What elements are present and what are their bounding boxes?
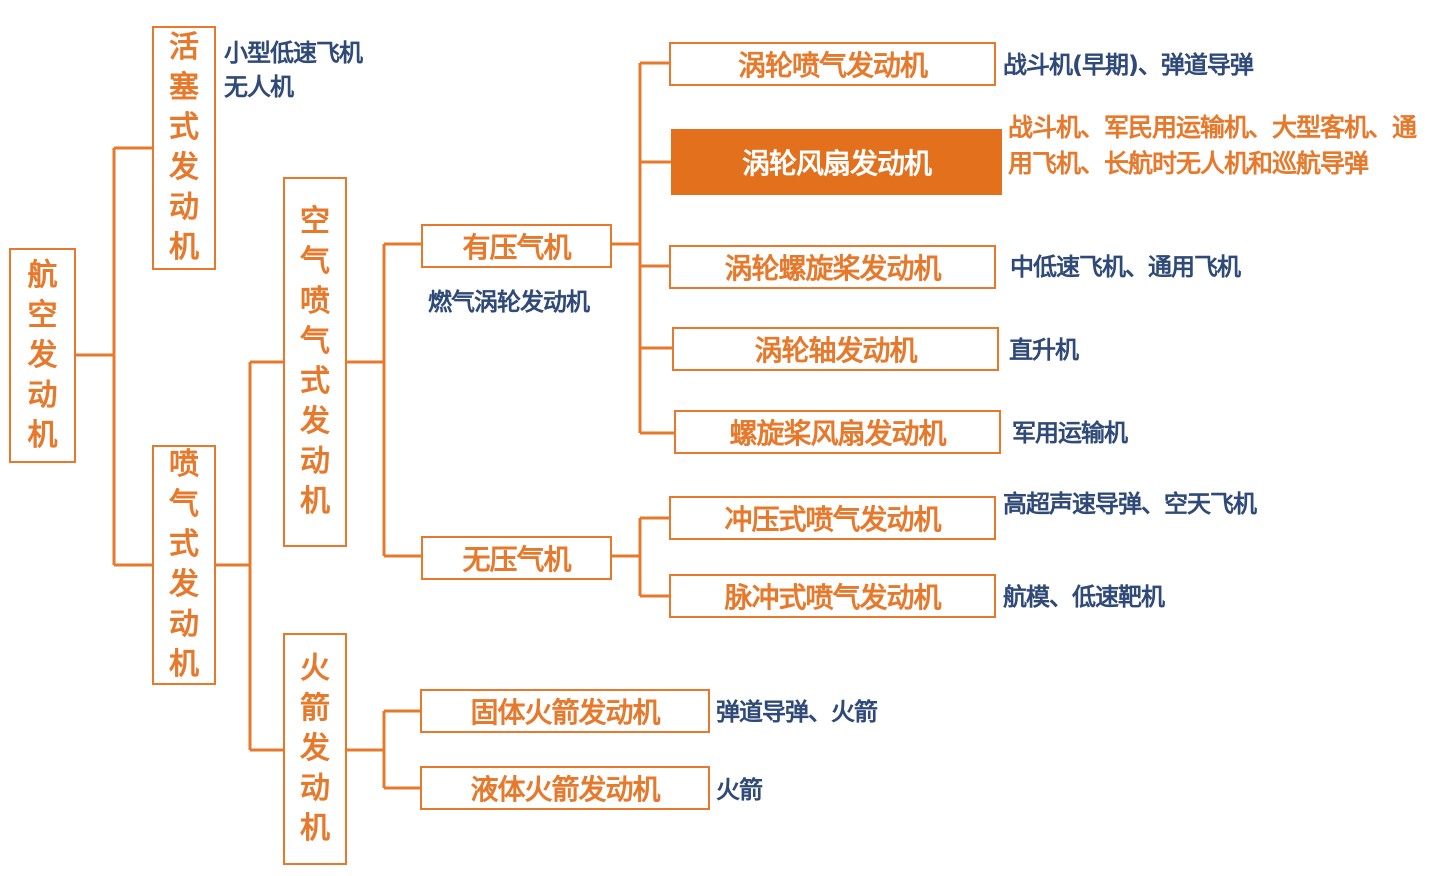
air-breathing-label: 空气喷气式发动机	[300, 204, 330, 519]
rocket-engine-node: 火箭发动机	[283, 633, 347, 865]
piston-engine-note: 小型低速飞机无人机	[224, 39, 363, 101]
with-compressor-node: 有压气机	[421, 224, 612, 268]
liquid-rocket-note: 火箭	[716, 776, 763, 804]
propfan-note: 军用运输机	[1012, 419, 1128, 447]
piston-engine-node: 活塞式发动机	[152, 26, 216, 270]
turbojet-node: 涡轮喷气发动机	[669, 42, 996, 86]
root-node: 航空发动机	[9, 248, 76, 463]
ramjet-note: 高超声速导弹、空天飞机	[1003, 490, 1257, 518]
jet-engine-node: 喷气式发动机	[152, 445, 216, 685]
turbofan-note: 战斗机、军民用运输机、大型客机、通用飞机、长航时无人机和巡航导弹	[1008, 113, 1417, 178]
pulsejet-note: 航模、低速靶机	[1003, 583, 1165, 611]
root-label: 航空发动机	[27, 257, 58, 453]
jet-engine-label: 喷气式发动机	[169, 447, 199, 682]
liquid-rocket-node: 液体火箭发动机	[420, 766, 710, 810]
solid-rocket-node: 固体火箭发动机	[420, 689, 710, 733]
turboshaft-node: 涡轮轴发动机	[672, 327, 999, 371]
turbojet-note: 战斗机(早期)、弹道导弹	[1003, 51, 1254, 79]
propfan-node: 螺旋桨风扇发动机	[674, 410, 1001, 454]
with-compressor-note: 燃气涡轮发动机	[428, 288, 590, 316]
solid-rocket-note: 弹道导弹、火箭	[716, 698, 878, 726]
turboshaft-note: 直升机	[1009, 336, 1079, 364]
pulsejet-node: 脉冲式喷气发动机	[669, 574, 996, 618]
turboprop-node: 涡轮螺旋桨发动机	[669, 245, 996, 289]
rocket-engine-label: 火箭发动机	[300, 651, 330, 846]
piston-engine-label: 活塞式发动机	[169, 30, 199, 265]
turboprop-note: 中低速飞机、通用飞机	[1010, 253, 1241, 281]
ramjet-node: 冲压式喷气发动机	[669, 496, 996, 540]
air-breathing-node: 空气喷气式发动机	[283, 177, 347, 547]
turbofan-node: 涡轮风扇发动机	[671, 129, 1002, 195]
without-compressor-node: 无压气机	[421, 536, 612, 580]
